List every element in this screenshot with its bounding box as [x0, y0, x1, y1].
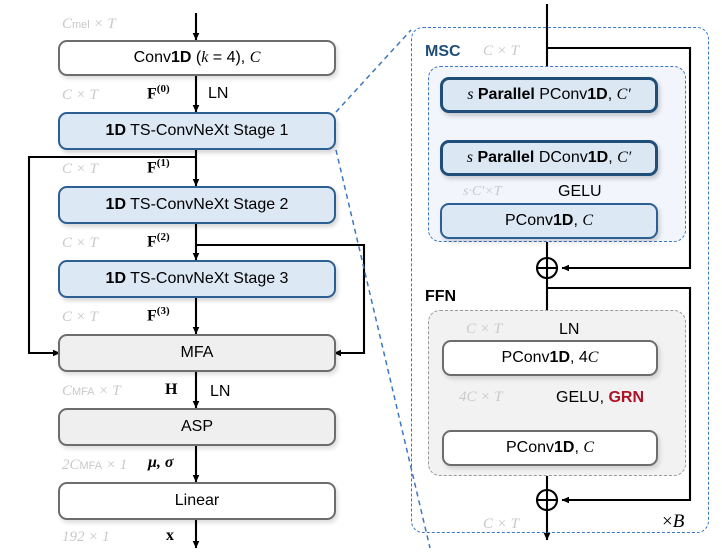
block-mfa[interactable]: MFA [58, 334, 336, 372]
block-asp[interactable]: ASP [58, 408, 336, 446]
dim-after-asp: 2CMFA × 1 [62, 457, 128, 473]
ffn-mid-dim: 4C × T [459, 389, 503, 405]
block-linear-label: Linear [174, 492, 220, 509]
msc-parallel-pconv1d-label: s Parallel PConv1D, C′ [467, 86, 631, 103]
ffn-input-dim: C × T [466, 321, 502, 337]
block-asp-label: ASP [180, 418, 213, 435]
msc-parallel-dconv1d-block[interactable]: s Parallel DConv1D, C′ [440, 140, 658, 176]
ffn-gelu-grn-label: GELU, GRN [556, 390, 644, 406]
msc-pconv1d-output-label: PConv1D, C [504, 212, 594, 229]
ffn-gelu-text: GELU, [556, 389, 605, 406]
ffn-title: FFN [425, 288, 457, 305]
signal-f2: F(2) [147, 231, 170, 251]
block-stage-2-label: 1D TS-ConvNeXt Stage 2 [105, 196, 289, 213]
block-ts-convnext-stage-1[interactable]: 1D TS-ConvNeXt Stage 1 [58, 112, 336, 150]
dim-mel-input: Cmel × T [62, 16, 116, 32]
ffn-grn-text: GRN [608, 389, 645, 406]
block-conv1d[interactable]: Conv1D (k = 4), C [58, 40, 336, 76]
ffn-output-dim: C × T [483, 516, 519, 532]
block-mfa-label: MFA [180, 344, 214, 361]
ffn-project-pconv1d-block[interactable]: PConv1D, C [442, 430, 658, 466]
msc-parallel-pconv1d-block[interactable]: s Parallel PConv1D, C′ [440, 77, 658, 113]
op-ln-after-mfa: LN [210, 383, 231, 400]
block-ts-convnext-stage-3[interactable]: 1D TS-ConvNeXt Stage 3 [58, 260, 336, 298]
ffn-expand-label: PConv1D, 4C [501, 349, 599, 366]
ffn-ln-label: LN [559, 321, 580, 338]
block-repeat-label: ×B [662, 511, 685, 532]
block-conv1d-label: Conv1D (k = 4), C [133, 49, 261, 66]
dim-after-stage-2: C × T [62, 235, 98, 251]
block-stage-1-label: 1D TS-ConvNeXt Stage 1 [105, 122, 289, 139]
msc-input-dim: C × T [483, 43, 519, 59]
signal-x-embedding: x [166, 527, 174, 544]
dim-after-stage-3: C × T [62, 309, 98, 325]
block-stage-3-label: 1D TS-ConvNeXt Stage 3 [105, 270, 289, 287]
ts-convnext-block-container [411, 27, 709, 533]
signal-h: H [165, 381, 178, 398]
dim-after-conv1d: C × T [62, 87, 98, 103]
block-ts-convnext-stage-2[interactable]: 1D TS-ConvNeXt Stage 2 [58, 186, 336, 224]
ffn-expand-pconv1d-block[interactable]: PConv1D, 4C [442, 340, 658, 376]
signal-f3: F(3) [147, 305, 170, 325]
msc-title: MSC [425, 43, 461, 60]
dim-after-mfa: CMFA × T [62, 383, 121, 399]
dim-after-stage-1: C × T [62, 161, 98, 177]
signal-mu-sigma: μ, σ [148, 454, 174, 471]
signal-f0: F(0) [147, 83, 170, 103]
ffn-project-label: PConv1D, C [505, 439, 595, 456]
signal-f1: F(1) [147, 157, 170, 177]
op-ln-after-conv1d: LN [208, 85, 229, 102]
msc-parallel-dconv1d-label: s Parallel DConv1D, C′ [466, 149, 632, 166]
dim-output-embedding: 192 × 1 [62, 529, 110, 545]
msc-gelu-label: GELU [558, 183, 602, 200]
block-linear[interactable]: Linear [58, 482, 336, 520]
msc-mid-dim: s·C′×T [463, 184, 502, 199]
msc-pconv1d-output-block[interactable]: PConv1D, C [440, 203, 658, 239]
